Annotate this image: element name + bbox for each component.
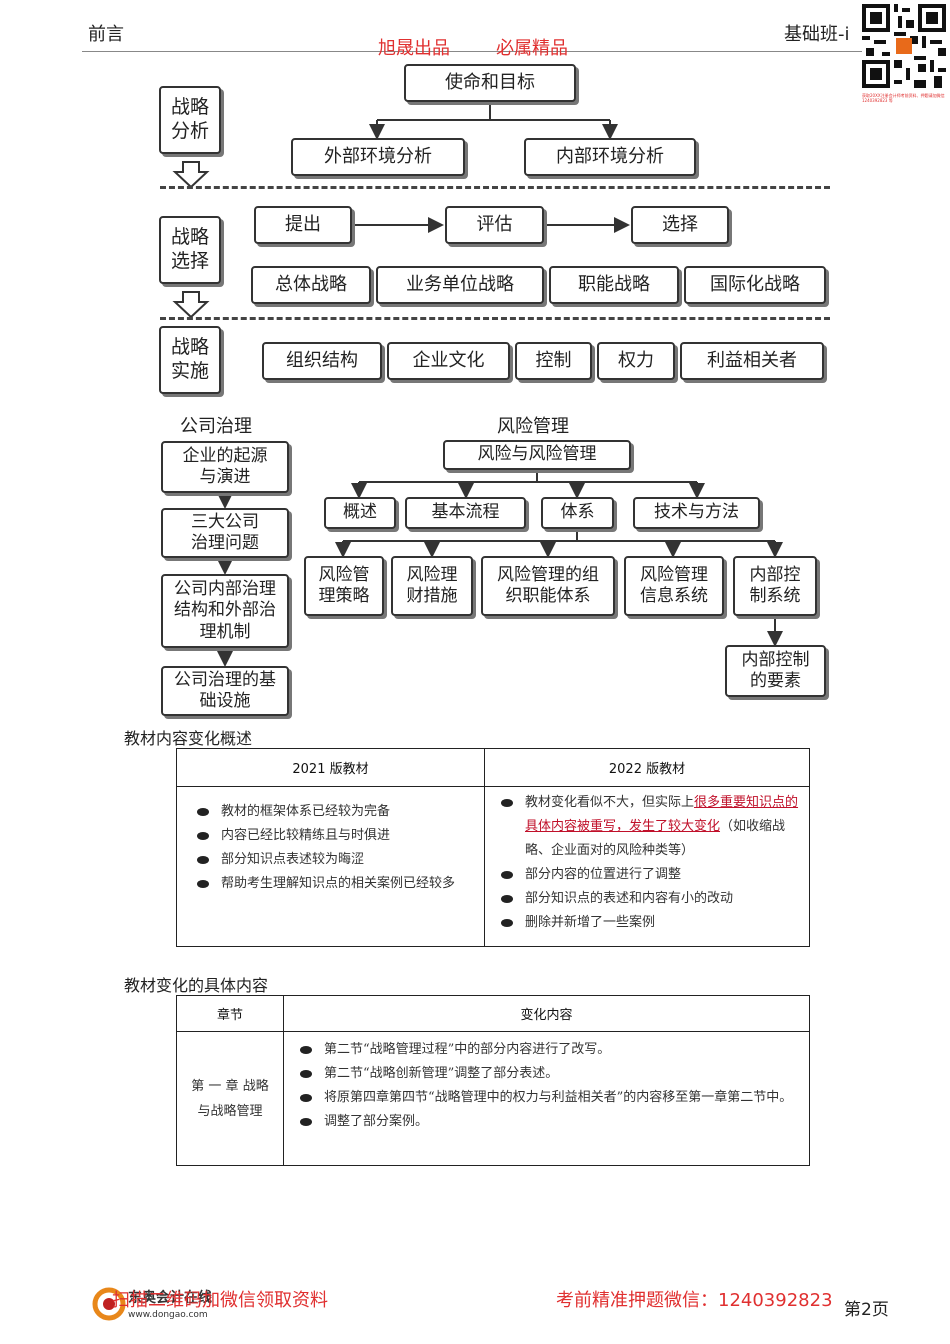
logo-text: 东奥会计在线 bbox=[128, 1289, 212, 1306]
list-item: 将原第四章第四节“战略管理中的权力与利益相关者”的内容移至第一章第二节中。 bbox=[290, 1086, 799, 1110]
stage-implementation: 战略实施 bbox=[159, 326, 221, 394]
list-item: 部分知识点表述较为晦涩 bbox=[187, 848, 478, 872]
risk-branch: 体系 bbox=[541, 497, 614, 529]
risk-sub: 内部控制系统 bbox=[733, 556, 817, 616]
logo-url: www.dongao.com bbox=[128, 1310, 208, 1320]
list-item: 调整了部分案例。 bbox=[290, 1110, 799, 1134]
stage-choice: 战略选择 bbox=[159, 216, 221, 284]
internal-analysis-box: 内部环境分析 bbox=[524, 138, 696, 176]
col-2021: 2021 版教材 bbox=[176, 748, 485, 787]
level-box: 总体战略 bbox=[251, 266, 371, 304]
impl-box: 企业文化 bbox=[387, 342, 510, 380]
risk-leaf: 内部控制的要素 bbox=[725, 645, 826, 697]
section1-title: 教材内容变化概述 bbox=[124, 729, 253, 748]
list-item: 第二节“战略管理过程”中的部分内容进行了改写。 bbox=[290, 1038, 799, 1062]
list-item: 教材变化看似不大，但实际上很多重要知识点的具体内容被重写，发生了较大变化（如收缩… bbox=[491, 791, 803, 863]
risk-branch: 概述 bbox=[324, 497, 396, 529]
choose-box: 选择 bbox=[631, 206, 729, 244]
risk-title: 风险管理 bbox=[497, 416, 569, 437]
impl-box: 利益相关者 bbox=[680, 342, 824, 380]
flow-connectors bbox=[172, 102, 783, 667]
col-2022: 2022 版教材 bbox=[484, 748, 810, 787]
level-box: 国际化战略 bbox=[684, 266, 826, 304]
list-item: 教材的框架体系已经较为完备 bbox=[187, 800, 478, 824]
page-number: 第2页 bbox=[844, 1300, 889, 1320]
dongao-logo: 东奥会计在线 www.dongao.com bbox=[92, 1287, 212, 1321]
risk-sub: 风险管理的组织职能体系 bbox=[481, 556, 615, 616]
impl-box: 控制 bbox=[515, 342, 592, 380]
chapter-cell: 第 一 章 战略与战略管理 bbox=[176, 1031, 284, 1166]
section-divider bbox=[160, 186, 830, 189]
watermark-left: 旭晟出品 bbox=[378, 38, 450, 59]
risk-branch: 技术与方法 bbox=[633, 497, 760, 529]
mission-box: 使命和目标 bbox=[404, 64, 576, 102]
evaluate-box: 评估 bbox=[445, 206, 544, 244]
impl-box: 权力 bbox=[597, 342, 675, 380]
list-item: 内容已经比较精练且与时俱进 bbox=[187, 824, 478, 848]
overview-table: 2021 版教材 2022 版教材 教材的框架体系已经较为完备 内容已经比较精练… bbox=[176, 748, 810, 947]
risk-root: 风险与风险管理 bbox=[443, 440, 631, 470]
qr-code-icon bbox=[862, 4, 946, 88]
risk-sub: 风险管理策略 bbox=[304, 556, 384, 616]
list-item: 第二节“战略创新管理”调整了部分表述。 bbox=[290, 1062, 799, 1086]
list-item: 部分知识点的表述和内容有小的改动 bbox=[491, 887, 803, 911]
level-box: 职能战略 bbox=[549, 266, 679, 304]
header-divider bbox=[82, 51, 862, 52]
qr-note: 获取20XX注册会计师考前资料、押题请加微信 1240392823 等 bbox=[862, 93, 945, 103]
section2-title: 教材变化的具体内容 bbox=[124, 976, 269, 995]
risk-branch: 基本流程 bbox=[405, 497, 526, 529]
changes-cell: 第二节“战略管理过程”中的部分内容进行了改写。 第二节“战略创新管理”调整了部分… bbox=[283, 1031, 810, 1166]
governance-title: 公司治理 bbox=[180, 416, 252, 437]
propose-box: 提出 bbox=[254, 206, 352, 244]
governance-step: 企业的起源与演进 bbox=[161, 441, 289, 493]
governance-step: 公司内部治理结构和外部治理机制 bbox=[161, 574, 289, 648]
section-divider bbox=[160, 317, 830, 320]
external-analysis-box: 外部环境分析 bbox=[291, 138, 465, 176]
col-changes: 变化内容 bbox=[283, 995, 810, 1032]
col-chapter: 章节 bbox=[176, 995, 284, 1032]
footer-left-text: 扫描二维码加微信领取资料 bbox=[112, 1290, 328, 1311]
cell-2022: 教材变化看似不大，但实际上很多重要知识点的具体内容被重写，发生了较大变化（如收缩… bbox=[484, 786, 810, 947]
level-box: 业务单位战略 bbox=[376, 266, 544, 304]
list-item: 帮助考生理解知识点的相关案例已经较多 bbox=[187, 872, 478, 896]
watermark-right: 必属精品 bbox=[496, 38, 568, 59]
governance-step: 公司治理的基础设施 bbox=[161, 666, 289, 716]
changes-table: 章节 变化内容 第 一 章 战略与战略管理 第二节“战略管理过程”中的部分内容进… bbox=[176, 995, 810, 1166]
header-title: 前言 bbox=[88, 24, 124, 45]
cell-2021: 教材的框架体系已经较为完备 内容已经比较精练且与时俱进 部分知识点表述较为晦涩 … bbox=[176, 786, 485, 947]
list-item: 删除并新增了一些案例 bbox=[491, 911, 803, 935]
highlight-text: 很多重要知识点的具体内容被重写，发生了较大变化 bbox=[525, 795, 799, 834]
impl-box: 组织结构 bbox=[262, 342, 382, 380]
list-item: 部分内容的位置进行了调整 bbox=[491, 863, 803, 887]
stage-analysis: 战略分析 bbox=[159, 86, 221, 154]
header-course: 基础班-i bbox=[784, 24, 850, 45]
risk-sub: 风险理财措施 bbox=[391, 556, 473, 616]
governance-step: 三大公司治理问题 bbox=[161, 508, 289, 558]
risk-sub: 风险管理信息系统 bbox=[624, 556, 724, 616]
footer-right-text: 考前精准押题微信：1240392823 bbox=[556, 1290, 833, 1311]
